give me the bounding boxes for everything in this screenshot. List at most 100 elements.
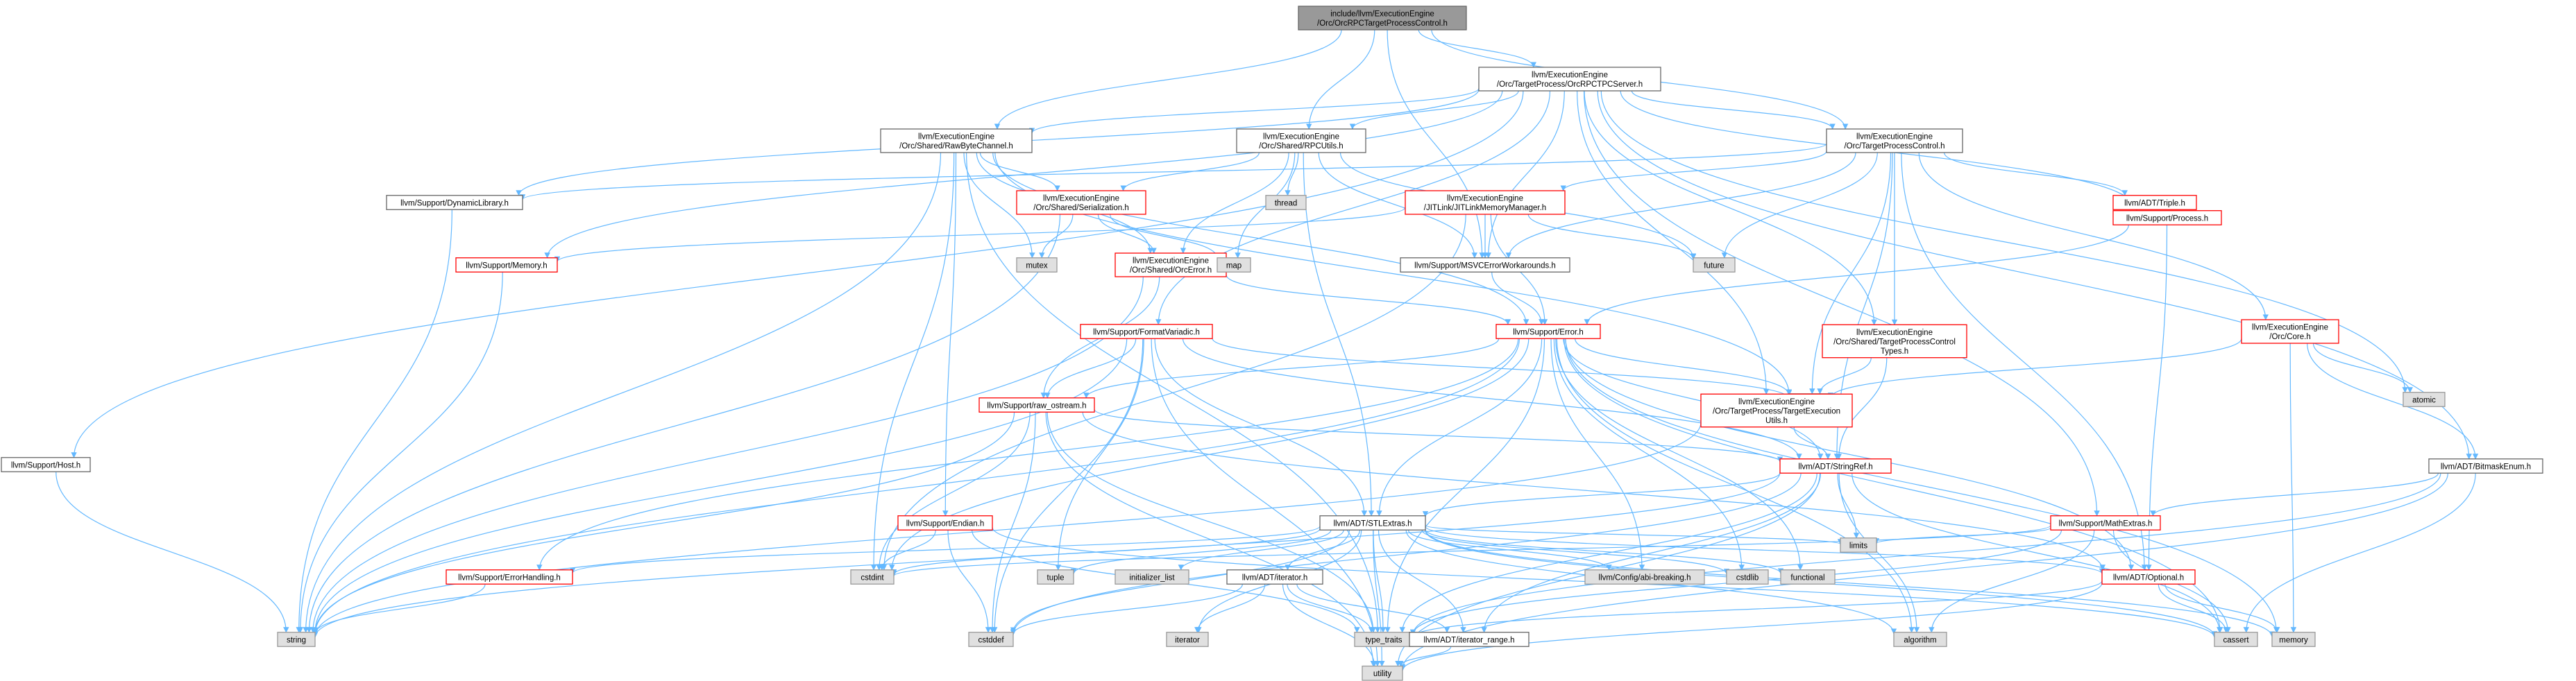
edge-core-to-bitmask [2307, 343, 2479, 460]
node-label: functional [1790, 574, 1824, 582]
node-label: llvm/ExecutionEngine [1447, 195, 1523, 203]
node-box [1037, 569, 1074, 585]
node-label: /Orc/TargetProcessControl.h [1844, 142, 1944, 150]
graph-node-iterrange[interactable]: llvm/ADT/iterator_range.h [1409, 632, 1530, 647]
graph-node-jitlinkmem[interactable]: llvm/ExecutionEngine/JITLink/JITLinkMemo… [1405, 190, 1566, 215]
graph-node-serialization[interactable]: llvm/ExecutionEngine/Orc/Shared/Serializ… [1016, 190, 1146, 215]
node-box [2214, 632, 2258, 647]
edge-msvcerr-to-error [1491, 272, 1545, 325]
node-label: llvm/Support/MathExtras.h [2059, 519, 2153, 528]
node-box [2241, 319, 2339, 344]
edge-serialization-to-orcerror [1097, 214, 1157, 254]
edge-error-to-memory [1565, 338, 2280, 633]
node-label: atomic [2412, 396, 2436, 404]
graph-node-tpctypes[interactable]: llvm/ExecutionEngine/Orc/Shared/TargetPr… [1822, 324, 1967, 359]
graph-node-bitmask[interactable]: llvm/ADT/BitmaskEnum.h [2428, 458, 2543, 474]
edge-stlextras-to-cstdint [890, 528, 1321, 576]
edge-optional-to-utility [1399, 583, 2103, 671]
node-label: initializer_list [1129, 574, 1175, 582]
graph-node-rawbyte[interactable]: llvm/ExecutionEngine/Orc/Shared/RawByteC… [880, 128, 1033, 153]
node-label: llvm/Support/Error.h [1513, 328, 1584, 336]
node-box [2112, 195, 2197, 210]
graph-node-rpcutils[interactable]: llvm/ExecutionEngine/Orc/Shared/RPCUtils… [1236, 128, 1366, 153]
graph-node-stlextras[interactable]: llvm/ADT/STLExtras.h [1319, 515, 1426, 531]
node-label: llvm/ADT/iterator_range.h [1423, 636, 1514, 644]
graph-node-orcrpcserver[interactable]: llvm/ExecutionEngine/Orc/TargetProcess/O… [1478, 67, 1661, 92]
node-label: llvm/ExecutionEngine [1043, 195, 1119, 203]
node-box [1726, 569, 1769, 585]
graph-node-errorhandling[interactable]: llvm/Support/ErrorHandling.h [446, 569, 573, 585]
graph-node-map: map [1217, 257, 1251, 273]
node-box [1840, 537, 1877, 553]
node-box [1265, 195, 1307, 210]
edge-error-to-functional [1555, 338, 1804, 571]
node-label: llvm/ADT/Triple.h [2124, 199, 2185, 207]
node-label: llvm/ADT/StringRef.h [1798, 463, 1872, 471]
graph-node-tpexec[interactable]: llvm/ExecutionEngine/Orc/TargetProcess/T… [1700, 393, 1853, 428]
edge-stlextras-to-cstdlib [1421, 530, 1730, 575]
graph-node-mathextras[interactable]: llvm/Support/MathExtras.h [2050, 515, 2161, 531]
graph-node-triple[interactable]: llvm/ADT/Triple.h [2112, 195, 2197, 210]
edge-iterator_h-to-utility [1282, 584, 1378, 667]
node-label: llvm/ADT/BitmaskEnum.h [2441, 463, 2531, 471]
node-label: cassert [2223, 636, 2249, 644]
graph-node-error[interactable]: llvm/Support/Error.h [1495, 324, 1601, 339]
node-label: llvm/Support/DynamicLibrary.h [400, 199, 509, 207]
graph-node-cstddef: cstddef [968, 632, 1014, 647]
edge-formatvariadic-to-vector [1212, 338, 1793, 399]
node-box [1495, 324, 1601, 339]
node-label: /Orc/Shared/Serialization.h [1033, 204, 1128, 212]
graph-node-orcerror[interactable]: llvm/ExecutionEngine/Orc/Shared/OrcError… [1115, 252, 1227, 277]
node-label: future [1704, 261, 1724, 270]
node-label: llvm/ExecutionEngine [2252, 324, 2328, 332]
graph-node-formatvariadic[interactable]: llvm/Support/FormatVariadic.h [1080, 324, 1213, 339]
edge-iterator_h-to-cstddef [1010, 584, 1243, 635]
node-label: /Orc/Core.h [2269, 333, 2310, 341]
edge-stlextras-to-errorhandling [570, 526, 1321, 574]
edge-memory_h-to-string [297, 272, 503, 633]
graph-node-iterator_h[interactable]: llvm/ADT/iterator.h [1226, 569, 1323, 585]
edge-iterator_h-to-iterrange [1296, 584, 1450, 633]
graph-node-process[interactable]: llvm/Support/Process.h [2112, 210, 2222, 225]
node-box [1166, 632, 1209, 647]
edge-optional-to-typetraits [1409, 580, 2103, 638]
edge-tpcontrol-to-future [1721, 152, 1878, 259]
edge-bitmask-to-cassert [2243, 473, 2476, 633]
graph-node-memory_h[interactable]: llvm/Support/Memory.h [455, 257, 558, 273]
edge-optional-to-cassert [2158, 584, 2229, 633]
node-label: mutex [1026, 261, 1048, 270]
edge-tpcontrol-to-triple [1944, 152, 2128, 196]
graph-node-tpcontrol[interactable]: llvm/ExecutionEngine/Orc/TargetProcessCo… [1826, 128, 1963, 153]
node-box [2428, 458, 2543, 474]
edge-iterator_h-to-typetraits [1287, 584, 1375, 633]
edge-error-to-cstdlib [1553, 338, 1745, 571]
graph-node-cassert: cassert [2214, 632, 2258, 647]
graph-node-optional[interactable]: llvm/ADT/Optional.h [2101, 569, 2196, 585]
graph-node-rawostream[interactable]: llvm/Support/raw_ostream.h [978, 397, 1095, 413]
node-label: llvm/Support/Process.h [2126, 214, 2208, 223]
edge-rawostream-to-string [312, 412, 1015, 635]
graph-node-endian[interactable]: llvm/Support/Endian.h [897, 515, 993, 531]
graph-node-stringref[interactable]: llvm/ADT/StringRef.h [1779, 458, 1892, 474]
node-label: /Orc/TargetProcess/TargetExecution [1713, 407, 1840, 415]
node-label: algorithm [1904, 636, 1936, 644]
edge-tpcontrol-to-jitlinkmem [1560, 150, 1827, 191]
graph-node-dynlib[interactable]: llvm/Support/DynamicLibrary.h [386, 195, 523, 210]
edge-jitlinkmem-to-memory_h [554, 207, 1406, 263]
graph-node-typetraits: type_traits [1354, 632, 1414, 647]
graph-node-core[interactable]: llvm/ExecutionEngine/Orc/Core.h [2241, 319, 2339, 344]
graph-node-mutex: mutex [1016, 257, 1058, 273]
graph-node-host[interactable]: llvm/Support/Host.h [1, 457, 91, 472]
edge-rawbyte-to-typetraits [966, 152, 1381, 633]
edge-error-to-stlextras [1376, 338, 1543, 517]
graph-node-msvcerr[interactable]: llvm/Support/MSVCErrorWorkarounds.h [1400, 257, 1570, 273]
edge-root-to-orcrpcserver [1418, 29, 1536, 68]
node-box [1780, 569, 1836, 585]
node-box [880, 128, 1033, 153]
graph-node-root[interactable]: include/llvm/ExecutionEngine/Orc/OrcRPCT… [1298, 6, 1467, 31]
node-box [2101, 569, 2196, 585]
node-label: llvm/ADT/Optional.h [2113, 574, 2184, 582]
edge-rawostream-to-optional [1082, 412, 2105, 571]
edge-stlextras-to-limits [1425, 524, 1843, 545]
